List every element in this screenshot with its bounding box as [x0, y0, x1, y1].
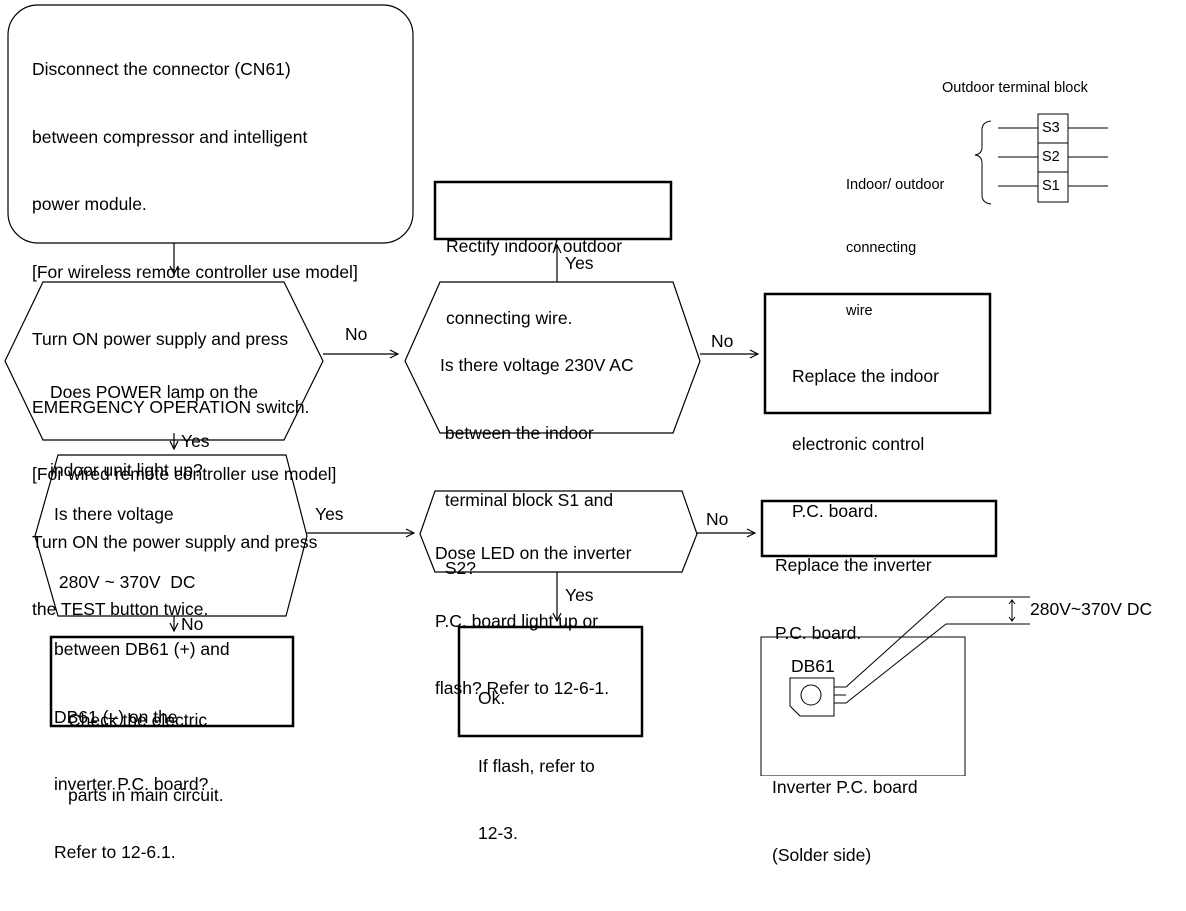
db61-hole: [800, 684, 822, 706]
action-replace-indoor-box: [763, 292, 992, 415]
decision-voltage-ac-shape: [404, 281, 701, 434]
db61-label: DB61: [791, 656, 835, 676]
action-line: Check the electric: [68, 710, 208, 730]
action-replace-inverter-text: Replace the inverter P.C. board.: [775, 509, 932, 689]
decision-line: Is there voltage 230V AC: [440, 355, 634, 375]
label-yes: Yes: [565, 253, 594, 273]
start-terminator: [7, 4, 414, 244]
label-no: No: [345, 324, 368, 344]
action-check-parts-box: [49, 635, 295, 728]
decision-line: Dose LED on the inverter: [435, 543, 632, 563]
flowchart-shapes: [4, 4, 1108, 776]
action-line: parts in main circuit.: [68, 785, 224, 805]
decision-line: terminal block S1 and: [440, 490, 614, 510]
inverter-board-caption: Inverter P.C. board (Solder side): [772, 731, 918, 911]
inverter-board-outline: [760, 636, 966, 776]
decision-voltage-ac-text: Is there voltage 230V AC between the ind…: [440, 309, 634, 624]
decision-voltage-dc-shape: [34, 454, 308, 617]
action-line: Replace the inverter: [775, 555, 932, 575]
action-rectify-wire-text: Rectify indoor/ outdoor connecting wire.: [446, 186, 622, 378]
action-rectify-wire-box: [433, 180, 673, 241]
action-line: electronic control: [792, 433, 925, 454]
start-line: EMERGENCY OPERATION switch.: [32, 396, 310, 417]
action-replace-inverter-box: [760, 499, 998, 558]
action-ok-text: Ok. If flash, refer to 12-3.: [478, 642, 595, 890]
decision-line: DB61 (–) on the: [54, 706, 178, 727]
action-ok-box: [457, 625, 644, 738]
wire-label-line: wire: [846, 303, 873, 319]
start-line: Turn ON the power supply and press: [32, 531, 318, 552]
caption-line: (Solder side): [772, 844, 872, 865]
decision-led-shape: [419, 490, 698, 573]
wire-label-line: Indoor/ outdoor: [846, 177, 945, 193]
terminal-s1: S1: [1042, 178, 1060, 194]
terminal-s2: S2: [1042, 149, 1060, 165]
start-line: between compressor and intelligent: [32, 126, 308, 147]
decision-line: flash? Refer to 12-6-1.: [435, 678, 610, 698]
start-line: [For wired remote controller use model]: [32, 464, 337, 484]
decision-led-text: Dose LED on the inverter P.C. board ligh…: [435, 497, 632, 745]
label-yes: Yes: [181, 431, 210, 451]
label-no: No: [711, 331, 734, 351]
decision-line: Is there voltage: [54, 504, 174, 524]
terminal-block-diagram: [974, 113, 1108, 205]
action-line: If flash, refer to: [478, 755, 595, 776]
decision-power-lamp-text: Does POWER lamp on the indoor unit light…: [50, 327, 258, 535]
start-line: Turn ON power supply and press: [32, 329, 289, 349]
decision-power-lamp-shape: [4, 281, 324, 441]
action-line: Ok.: [478, 688, 506, 708]
decision-line: P.C. board light up or: [435, 610, 599, 631]
wire-label: Indoor/ outdoor connecting wire: [846, 133, 944, 364]
inverter-board-diagram: [760, 596, 1030, 776]
start-text: Disconnect the connector (CN61) between …: [32, 13, 358, 666]
label-no: No: [706, 509, 729, 529]
decision-line: S2?: [440, 557, 476, 578]
decision-line: 280V ~ 370V DC: [54, 571, 196, 592]
decision-line: between DB61 (+) and: [54, 639, 230, 659]
probe-lead-minus: [845, 623, 947, 704]
terminal-block-body: [1037, 113, 1069, 203]
db61-component: [789, 677, 835, 717]
label-no: No: [181, 614, 204, 634]
probe-lead-plus: [845, 596, 947, 688]
start-line: power module.: [32, 194, 147, 214]
label-yes: Yes: [315, 504, 344, 524]
terminal-block-title: Outdoor terminal block: [942, 80, 1088, 96]
action-line: P.C. board.: [775, 622, 862, 643]
decision-line: indoor unit light up?: [50, 460, 203, 480]
troubleshooting-flowchart: Disconnect the connector (CN61) between …: [4, 4, 1153, 865]
action-line: connecting wire.: [446, 308, 573, 328]
action-line: Replace the indoor: [792, 366, 939, 386]
wire-brace: [974, 120, 992, 205]
start-line: the TEST button twice.: [32, 599, 209, 619]
start-line: [For wireless remote controller use mode…: [32, 261, 358, 282]
wire-label-line: connecting: [846, 240, 917, 256]
start-line: Disconnect the connector (CN61): [32, 59, 291, 79]
action-line: 12-3.: [478, 823, 518, 843]
voltage-range-label: 280V~370V DC: [1030, 599, 1153, 619]
label-yes: Yes: [565, 585, 594, 605]
decision-line: between the indoor: [440, 422, 594, 443]
terminal-s3: S3: [1042, 120, 1060, 136]
action-line: P.C. board.: [792, 501, 879, 521]
action-replace-indoor-text: Replace the indoor electronic control P.…: [792, 320, 939, 568]
action-check-parts-text: Check the electric parts in main circuit…: [68, 658, 224, 858]
decision-line: Does POWER lamp on the: [50, 382, 259, 402]
action-line: Rectify indoor/ outdoor: [446, 236, 623, 256]
caption-line: Inverter P.C. board: [772, 777, 918, 797]
